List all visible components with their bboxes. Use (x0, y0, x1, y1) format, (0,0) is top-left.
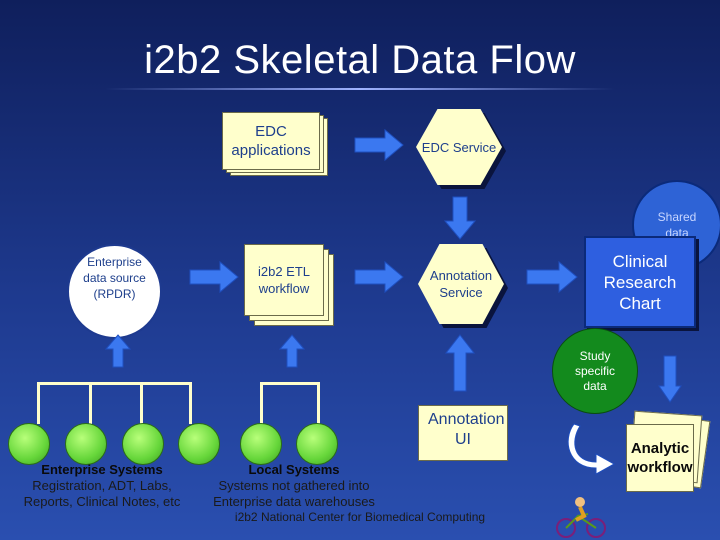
clinical-research-chart-box: Clinical Research Chart (584, 236, 696, 328)
enterprise-data-source-circle: Enterprise data source (RPDR) (67, 244, 162, 339)
arrow-edc-apps-to-service (354, 128, 404, 162)
local-systems-line1: Systems not gathered into (218, 478, 370, 493)
arrow-crc-to-analytic (658, 355, 682, 403)
analytic-workflow-box: Analytic workflow (626, 410, 711, 492)
enterprise-systems-title: Enterprise Systems (41, 462, 163, 477)
cycle-arrow-icon (567, 423, 616, 475)
enterprise-systems-line1: Registration, ADT, Labs, (32, 478, 172, 493)
arrow-annotation-ui-up (444, 334, 476, 392)
local-system-node (296, 423, 338, 465)
analytic-workflow-label: Analytic workflow (627, 440, 693, 476)
arrow-local-up (278, 334, 306, 368)
annotation-ui-label: Annotation UI (428, 411, 505, 448)
arrow-edc-service-down (443, 196, 477, 240)
enterprise-data-source-label: Enterprise data source (RPDR) (83, 255, 146, 301)
enterprise-systems-caption: Enterprise Systems Registration, ADT, La… (2, 462, 202, 510)
arrow-rpdr-to-etl (189, 260, 239, 294)
local-systems-title: Local Systems (248, 462, 340, 477)
local-tree-drop-1 (260, 382, 263, 424)
enterprise-systems-line2: Reports, Clinical Notes, etc (23, 494, 181, 509)
study-specific-data-label: Study specific data (574, 348, 615, 393)
enterprise-system-node (178, 423, 220, 465)
etl-workflow-box: i2b2 ETL workflow (244, 244, 334, 326)
arrow-etl-to-annotation (354, 260, 404, 294)
enterprise-system-node (8, 423, 50, 465)
edc-applications-label: EDC applications (231, 123, 311, 159)
local-system-node (240, 423, 282, 465)
study-specific-data-circle: Study specific data (552, 328, 638, 414)
local-systems-caption: Local Systems Systems not gathered into … (196, 462, 392, 510)
annotation-service-hex: Annotation Service (418, 244, 504, 324)
enterprise-tree-drop-1 (37, 382, 40, 424)
edc-service-label: EDC Service (421, 139, 497, 155)
slide-title: i2b2 Skeletal Data Flow (144, 38, 576, 82)
title-underline (105, 88, 615, 90)
arrow-enterprise-up (104, 334, 132, 368)
annotation-service-label: Annotation Service (429, 268, 493, 300)
local-systems-line2: Enterprise data warehouses (213, 494, 375, 509)
edc-applications-box: EDC applications (222, 112, 328, 176)
cyclist-icon (556, 497, 606, 538)
local-tree-bar (260, 382, 320, 385)
enterprise-tree-bar (37, 382, 192, 385)
enterprise-system-node (65, 423, 107, 465)
etl-workflow-label: i2b2 ETL workflow (257, 264, 311, 296)
local-tree-drop-2 (317, 382, 320, 424)
enterprise-tree-drop-4 (189, 382, 192, 424)
enterprise-tree-drop-3 (140, 382, 143, 424)
annotation-ui-box: Annotation UI (418, 405, 508, 461)
enterprise-system-node (122, 423, 164, 465)
edc-service-hex: EDC Service (416, 109, 502, 185)
clinical-research-chart-label: Clinical Research Chart (603, 251, 677, 313)
slide-footer: i2b2 National Center for Biomedical Comp… (234, 510, 486, 524)
arrow-annotation-to-crc (526, 260, 578, 294)
enterprise-tree-drop-2 (89, 382, 92, 424)
